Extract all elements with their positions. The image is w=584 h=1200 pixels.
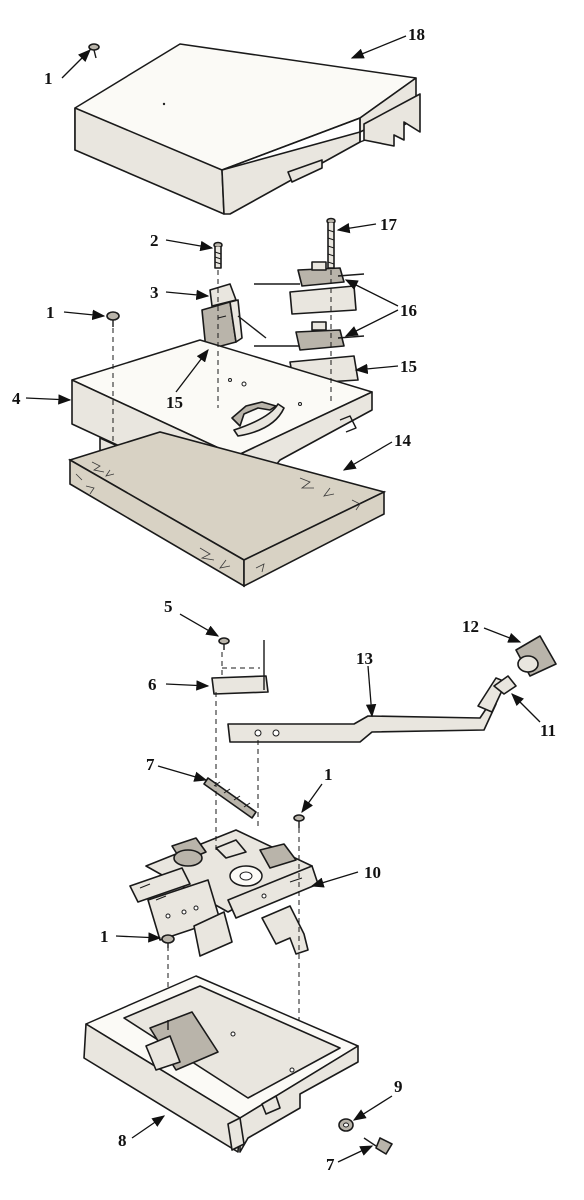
- callout-15-right: 15: [400, 357, 417, 376]
- insulation-pad: [68, 431, 387, 588]
- clip-part-6: [211, 640, 269, 695]
- callout-12: 12: [462, 617, 479, 636]
- callout-11: 11: [540, 721, 556, 740]
- screw-top: [88, 43, 100, 59]
- screw-part-17: [326, 217, 336, 269]
- callout-15-left: 15: [166, 393, 183, 412]
- screw-part-2: [213, 241, 223, 269]
- callout-8: 8: [118, 1131, 127, 1150]
- screw-mid: [106, 311, 120, 327]
- switch-bracket: [201, 283, 267, 351]
- callout-1-bottom: 1: [100, 927, 109, 946]
- base-tray: [83, 975, 359, 1153]
- lever-arm: [227, 677, 507, 743]
- callout-5: 5: [164, 597, 173, 616]
- washer-part-9: [338, 1118, 354, 1132]
- callout-6: 6: [148, 675, 157, 694]
- callout-10: 10: [364, 863, 381, 882]
- callout-17: 17: [380, 215, 398, 234]
- callout-1-top: 1: [44, 69, 53, 88]
- callout-3: 3: [150, 283, 159, 302]
- mechanism-plate: [129, 829, 319, 957]
- callout-13: 13: [356, 649, 373, 668]
- callout-2: 2: [150, 231, 159, 250]
- switch-upper: [254, 261, 365, 315]
- screw-bottom: [363, 1137, 393, 1155]
- callout-7-bottom: 7: [326, 1155, 335, 1174]
- callout-16: 16: [400, 301, 417, 320]
- callout-1-mid: 1: [46, 303, 55, 322]
- callout-labels: 1 18 2 17 3 1 16 15 4 15 14 5 12 13 6 11…: [12, 25, 556, 1174]
- callout-7: 7: [146, 755, 155, 774]
- clip-part-11: [493, 675, 517, 695]
- knob-part-12: [515, 635, 557, 677]
- top-cover: [74, 43, 421, 215]
- callout-1-lower: 1: [324, 765, 333, 784]
- screw-lower: [293, 814, 305, 828]
- callout-18: 18: [408, 25, 425, 44]
- screw-bottom-left: [161, 934, 175, 948]
- callout-9: 9: [394, 1077, 403, 1096]
- shaft-part-7: [203, 777, 257, 819]
- callout-4: 4: [12, 389, 21, 408]
- leader-lines: [25, 35, 541, 1163]
- callout-14: 14: [394, 431, 412, 450]
- screw-part-5: [218, 637, 230, 650]
